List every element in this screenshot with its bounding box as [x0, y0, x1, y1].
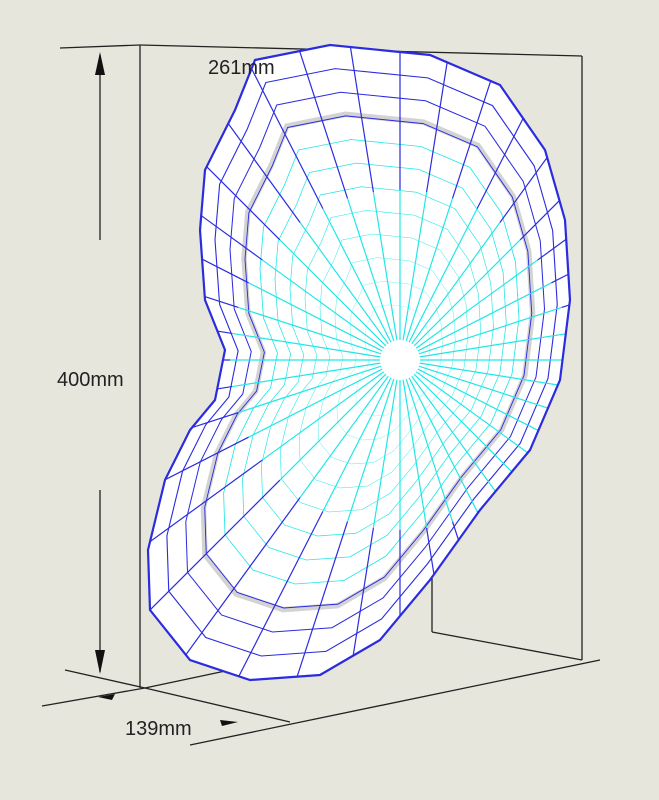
mesh-edge: [148, 479, 281, 658]
mesh-edge: [561, 411, 570, 491]
mesh-edge: [299, 222, 389, 345]
mesh-edge: [148, 459, 263, 608]
mesh-ring: [242, 162, 507, 561]
mesh-edge: [269, 521, 349, 680]
mesh-edge: [408, 377, 478, 512]
depth-dimension-label: 139mm: [125, 718, 192, 740]
mesh-shadow: [200, 111, 536, 613]
mesh-ring: [298, 233, 469, 489]
mesh-edge: [426, 45, 467, 193]
mesh-edge: [476, 511, 570, 680]
mesh-edge: [405, 198, 454, 342]
mesh-ring: [223, 139, 520, 585]
height-dimension-label: 400mm: [57, 369, 124, 391]
mesh-edge: [551, 436, 570, 552]
mesh-edge: [415, 371, 538, 461]
mesh-edge: [322, 208, 392, 343]
mesh-edge: [262, 259, 385, 349]
mesh-edge: [238, 365, 382, 414]
mesh-ring: [280, 210, 482, 513]
mesh-edge: [372, 379, 398, 529]
ear-mesh[interactable]: [0, 0, 659, 780]
mesh-edge: [499, 497, 570, 680]
mesh-edge: [537, 459, 570, 608]
mesh-edge: [262, 371, 385, 461]
mesh-ring: [185, 91, 546, 633]
mesh-edge: [279, 239, 387, 347]
width-dimension-label: 261mm: [208, 57, 275, 79]
mesh-ring: [261, 186, 494, 537]
mesh-edge: [405, 378, 454, 522]
mesh-edge: [408, 208, 478, 343]
dimension-arrows: [95, 52, 238, 726]
mesh-edge: [322, 377, 392, 512]
mesh-edge: [499, 45, 570, 223]
mesh-edge: [417, 282, 552, 352]
mesh-edge: [269, 45, 349, 199]
mesh-edge: [419, 332, 569, 358]
mesh-edge: [346, 198, 395, 342]
mesh-edge: [208, 511, 324, 680]
mesh-edge: [426, 527, 467, 680]
mesh-edge: [372, 191, 398, 341]
mesh-edge: [418, 365, 562, 414]
mesh-edge: [148, 168, 249, 284]
mesh-edge: [208, 45, 324, 209]
mesh-ring: [336, 281, 443, 441]
mesh-edge: [299, 375, 389, 498]
mesh-edge: [148, 293, 233, 334]
mesh-edge: [279, 373, 387, 481]
mesh-edge: [248, 282, 383, 352]
mesh-edge: [519, 62, 570, 241]
mesh-edge: [561, 229, 570, 309]
mesh-edge: [231, 362, 381, 388]
mesh-edge: [413, 239, 521, 347]
mesh-edge: [402, 191, 428, 341]
mesh-edge: [238, 306, 382, 355]
mesh-edge: [418, 306, 562, 355]
mesh-edge: [346, 378, 395, 522]
mesh-edge: [411, 375, 501, 498]
mesh-edge: [419, 362, 569, 388]
mesh-edge: [519, 479, 570, 658]
mesh-edge: [402, 379, 428, 529]
mesh-ring: [166, 68, 558, 657]
mesh-ring: [317, 257, 456, 465]
mesh-edge: [248, 368, 383, 438]
mesh-edge: [148, 411, 239, 491]
mesh-edge: [333, 527, 374, 680]
mesh-edge: [413, 373, 521, 481]
mesh-edge: [417, 368, 552, 438]
mesh-edge: [231, 332, 381, 358]
mesh-edge: [415, 259, 538, 349]
mesh-edge: [451, 521, 531, 680]
mesh-ring: [204, 115, 533, 609]
bounding-box: [41, 44, 601, 746]
mesh-edge: [333, 45, 374, 193]
mesh-edge: [148, 436, 249, 552]
mesh-edge: [411, 222, 501, 345]
